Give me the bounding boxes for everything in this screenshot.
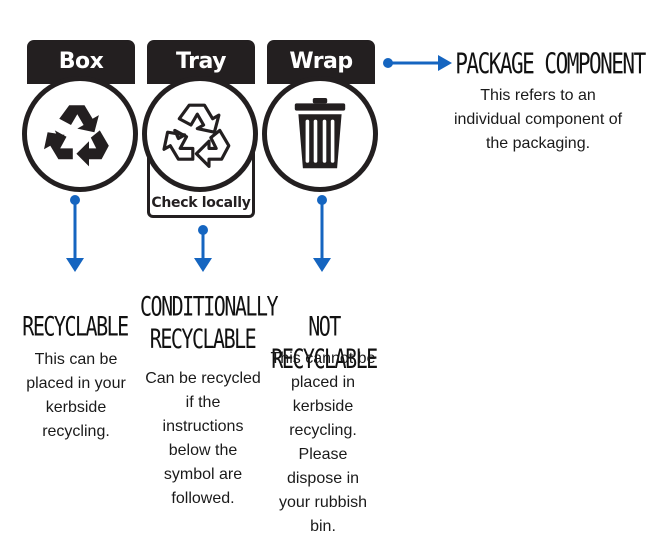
conditionally-recyclable-arrow [194,225,212,272]
package-component-heading: PACKAGE COMPONENT [455,48,646,81]
recyclable-description: This can be placed in your kerbside recy… [26,351,126,440]
recyclable-arrow [66,195,84,272]
recycle-outline-icon [162,103,231,168]
not-recyclable-heading: NOT RECYCLABLE [271,310,378,375]
tray-symbol-circle [142,76,258,192]
not-recyclable-arrow [313,195,331,272]
package-component-arrow [383,55,452,71]
box-symbol-circle [22,76,138,192]
not-recyclable-description: This cannot be placed in kerbside recycl… [270,350,376,535]
package-component-description: This refers to an individual component o… [453,87,623,152]
conditionally-recyclable-description: Can be recycled if the instructions belo… [145,370,261,507]
wrap-symbol-circle [262,76,378,192]
check-locally-frame [147,140,255,218]
conditionally-recyclable-heading: CONDITIONALLY RECYCLABLE [140,290,279,355]
recycle-filled-icon [44,105,109,167]
recyclable-heading: RECYCLABLE [22,310,129,343]
trash-bin-icon [294,98,346,169]
check-locally-label: Check locally [151,195,251,211]
